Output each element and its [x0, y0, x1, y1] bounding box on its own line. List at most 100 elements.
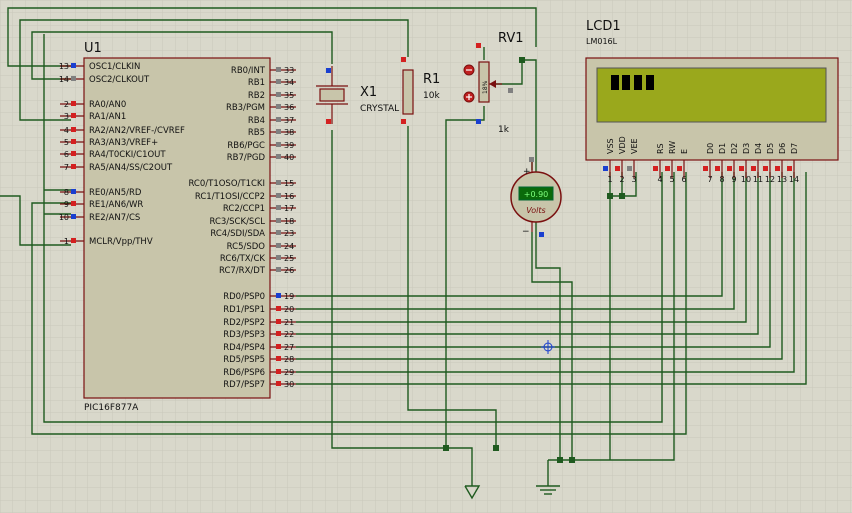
u1-pin-name: RA1/AN1 [89, 112, 126, 122]
lcd1-lm016l[interactable]: LCD1 LM016L VSS1VDD2VEE3RS4RW5E6D07D18D2… [585, 19, 839, 184]
u1-pin-18[interactable]: 18 RC3/SCK/SCL [209, 217, 296, 227]
lcd-pin-d0[interactable]: D0 7 [703, 143, 715, 184]
wire-rv1-bottom [445, 106, 485, 448]
u1-pin-name: RD1/PSP1 [223, 305, 265, 315]
u1-pin-number: 1 [64, 237, 69, 246]
power-terminal[interactable] [464, 485, 481, 500]
u1-pin-number: 24 [284, 242, 294, 251]
u1-pin-number: 5 [64, 138, 69, 147]
u1-pin-name: RC6/TX/CK [220, 254, 266, 264]
lcd-pin-d2[interactable]: D29 [727, 143, 739, 184]
u1-pin-name: RC2/CCP1 [223, 204, 265, 214]
lcd-pin-number: 5 [669, 175, 674, 184]
r1-value: 10k [423, 91, 440, 101]
u1-pin-number: 7 [64, 163, 69, 172]
u1-pin-name: OSC1/CLKIN [89, 62, 140, 72]
x1-crystal[interactable]: X1 CRYSTAL [316, 66, 399, 124]
wire-rd1 [296, 172, 735, 310]
u1-pin-name: RD2/PSP2 [223, 318, 265, 328]
lcd-pin-label: D1 [718, 143, 727, 154]
u1-pin-name: RA2/AN2/VREF-/CVREF [89, 126, 185, 136]
wire-mclr [31, 31, 333, 80]
u1-pin-name: RC3/SCK/SCL [209, 217, 265, 227]
wires [0, 7, 807, 486]
lcd-pin-label: D0 [706, 143, 715, 154]
u1-pin-number: 16 [284, 192, 294, 201]
wire-rw [610, 172, 675, 461]
dc-voltmeter[interactable]: +0.90 Volts + − [510, 157, 562, 237]
rv1-potentiometer[interactable]: 18% RV1 1k [463, 31, 524, 135]
u1-pin-name: RE1/AN6/WR [89, 200, 143, 210]
u1-pin-name: RC7/RX/DT [219, 266, 266, 276]
lcd-pin-number: 14 [789, 175, 799, 184]
u1-pin-number: 18 [284, 217, 294, 226]
u1-pin-5[interactable]: 5 RA3/AN3/VREF+ [60, 138, 158, 148]
u1-pin-number: 9 [64, 200, 69, 209]
lcd-pin-rw[interactable]: RW5 [665, 141, 677, 184]
lcd-pin-d1[interactable]: D18 [715, 143, 727, 184]
lcd-pin-e[interactable]: E6 [677, 149, 689, 184]
u1-pin-number: 26 [284, 266, 294, 275]
probe-marker-icon[interactable] [541, 340, 555, 354]
lcd-pin-number: 7 [707, 175, 712, 184]
lcd-pin-number: 1 [607, 175, 612, 184]
lcd-pin-number: 6 [681, 175, 686, 184]
lcd-pin-rs[interactable]: RS4 [653, 143, 665, 184]
u1-pin-name: RB7/PGD [227, 153, 266, 163]
ground-symbol[interactable] [536, 485, 560, 495]
rv1-value: 1k [498, 125, 510, 135]
rv1-increase-button[interactable] [463, 91, 475, 103]
u1-pin-number: 6 [64, 150, 69, 159]
u1-pin-9[interactable]: 9 RE1/AN6/WR [60, 200, 143, 210]
u1-pin-26[interactable]: 26 RC7/RX/DT [219, 266, 296, 276]
r1-resistor[interactable]: R1 10k [401, 57, 440, 124]
lcd-pin-number: 9 [731, 175, 736, 184]
u1-pin-name: RA3/AN3/VREF+ [89, 138, 158, 148]
wire-vm-minus [531, 232, 573, 460]
u1-pin-number: 2 [64, 100, 69, 109]
rv1-decrease-button[interactable] [463, 64, 475, 76]
